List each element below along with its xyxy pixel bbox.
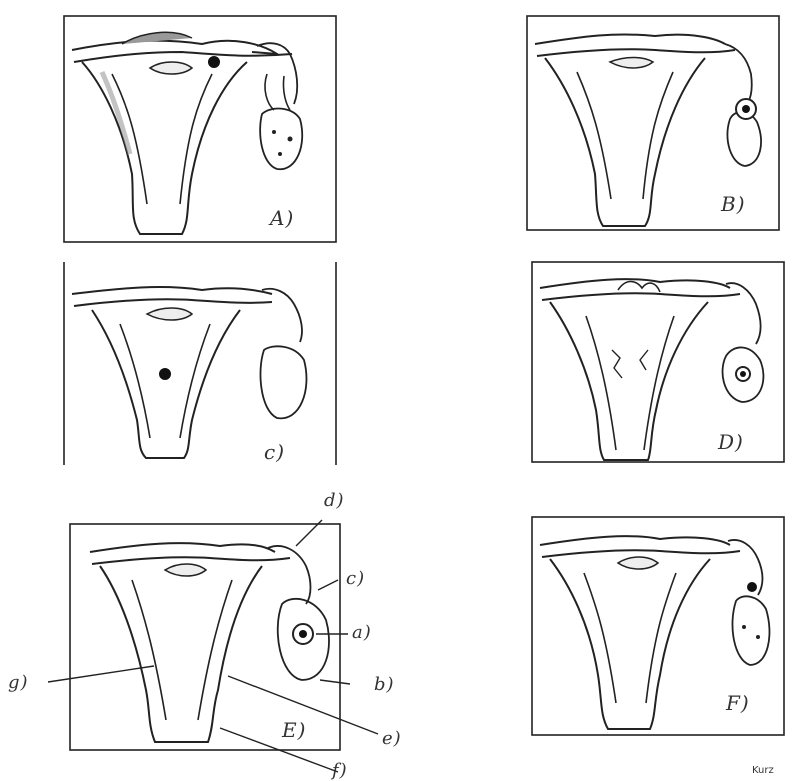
ovum-dot — [747, 582, 757, 592]
panel-label: F) — [726, 691, 750, 715]
label-b: b) — [374, 674, 395, 695]
panel-e: a) b) c) d) e) f) g) E) — [0, 480, 420, 780]
label-g: g) — [8, 672, 29, 693]
ovary — [727, 112, 761, 166]
ovary — [260, 346, 306, 418]
panel-label: D) — [718, 430, 744, 454]
uterus-diagram-a — [62, 14, 340, 244]
panel-label: c) — [264, 440, 285, 464]
panel-b: B) — [525, 14, 783, 234]
label-c: c) — [346, 568, 365, 589]
ovary — [732, 596, 769, 665]
ovum-dot — [159, 368, 171, 380]
panel-label: E) — [282, 718, 306, 742]
label-d: d) — [324, 490, 345, 511]
ovary — [260, 109, 302, 170]
uterus-diagram-d — [530, 260, 788, 465]
label-a: a) — [352, 622, 372, 643]
panel-c: c) — [62, 260, 340, 465]
credit-text: Kurz — [752, 765, 774, 776]
uterus-diagram-c — [62, 260, 340, 465]
panel-d: D) — [530, 260, 788, 465]
panel-label: A) — [270, 206, 294, 230]
panel-a: A) — [62, 14, 340, 244]
panel-f: F) — [530, 515, 788, 740]
ovum-dot — [208, 56, 220, 68]
panel-label: B) — [721, 192, 746, 216]
label-f: f) — [332, 760, 348, 781]
label-e: e) — [382, 728, 402, 749]
